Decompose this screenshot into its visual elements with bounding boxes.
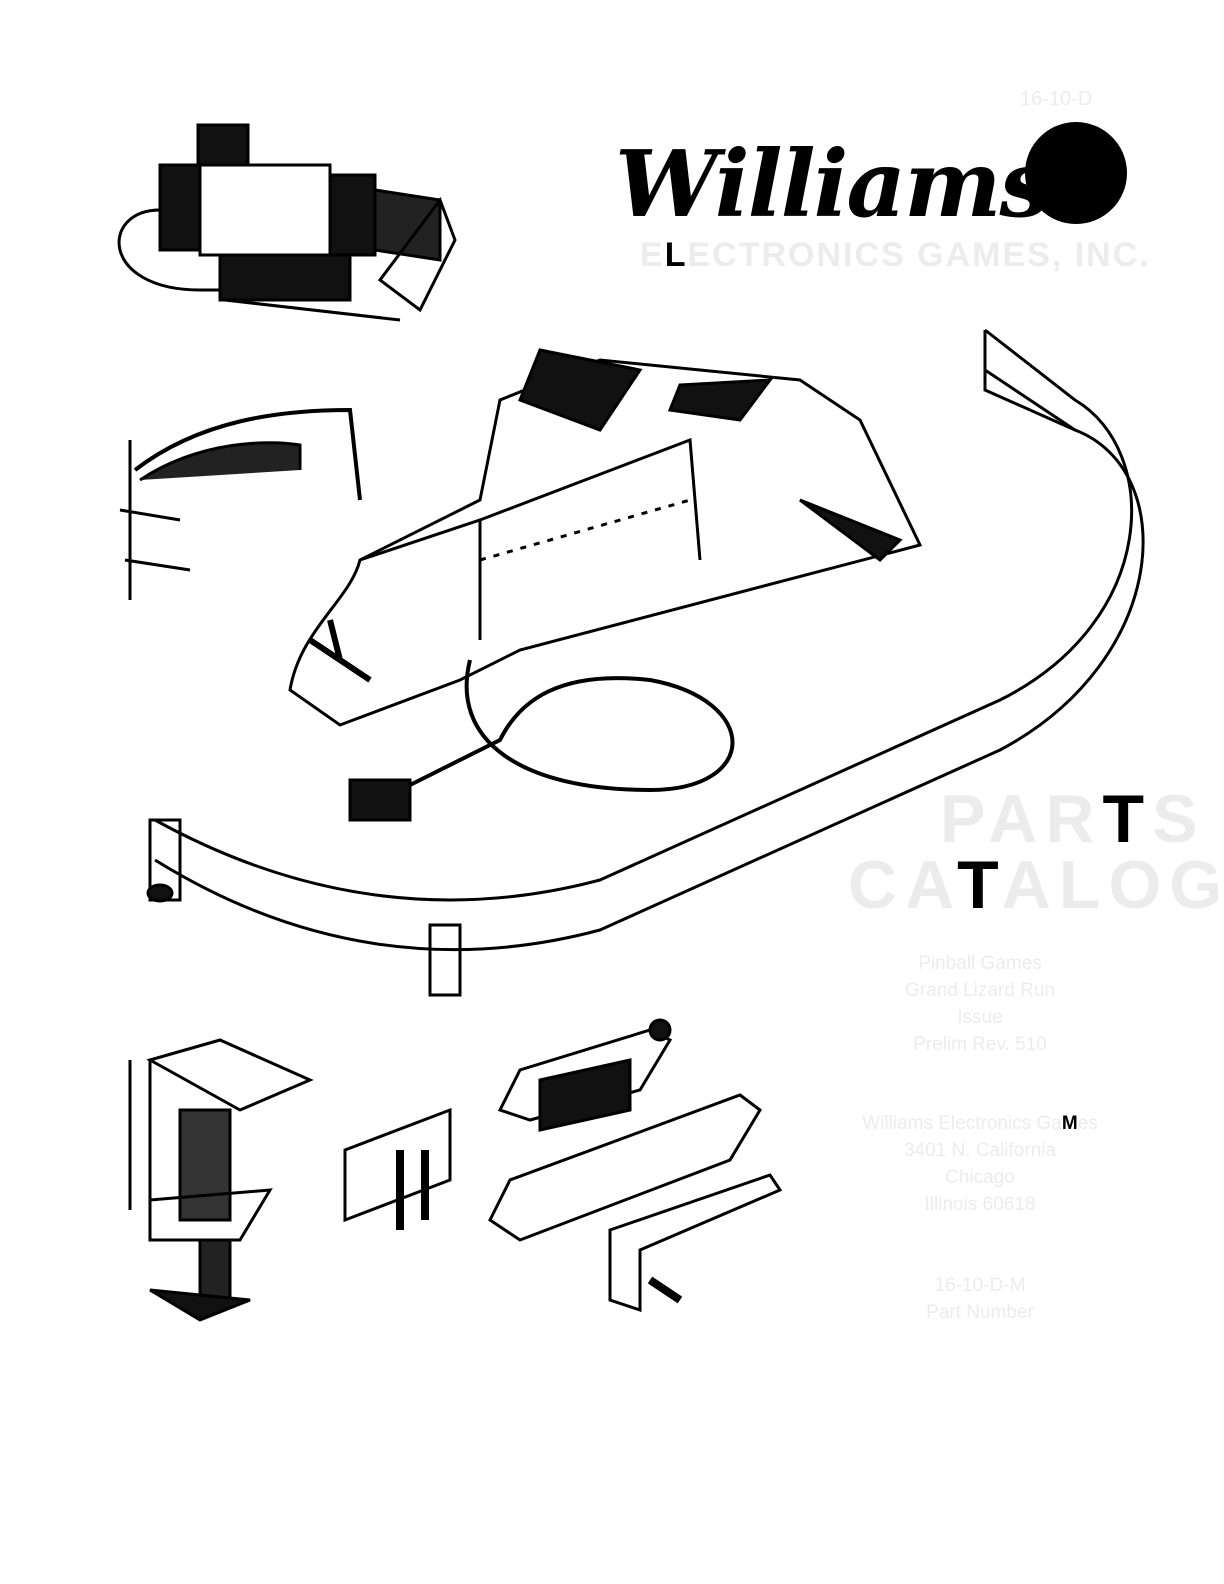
info-line: 3401 N. California [903,1140,1057,1161]
spaceship-toy-illustration [288,348,923,822]
title-parts: PARTS [940,780,1205,858]
switch-mechanism-illustration [128,1038,314,1322]
title-catalog: CATALOG [848,846,1224,924]
williams-logo: Williams [615,130,1051,238]
logo-dot [1025,122,1127,224]
coil-assembly-illustration [117,123,457,322]
info-line: Prelim Rev. 510 [913,1034,1047,1055]
info-line: Issue [957,1007,1003,1028]
info-line: Williams Electronics GaMes [830,1110,1130,1137]
info-line: Chicago [945,1167,1015,1188]
title-text: T [957,847,1002,923]
info-line: Illinois 60618 [924,1194,1036,1215]
title-text: PAR [940,781,1103,857]
title-text: T [1102,781,1153,857]
info-line: Grand Lizard Run [905,980,1055,1001]
document-number: 16-10-D [1020,88,1093,110]
metal-brackets-illustration [488,1018,783,1313]
info-text: M [1061,1113,1078,1134]
info-line: Pinball Games [918,953,1042,974]
info-text: Williams Electronics Ga [862,1113,1062,1134]
plate-bracket-illustration [343,1107,452,1230]
company-subtitle: ELECTRONICS GAMES, INC. [640,236,1151,275]
subtitle-first-letter: E [640,236,665,274]
info-line: 16-10-D-M [934,1275,1026,1296]
subtitle-dark-letter: L [664,236,688,274]
info-line: Part Number [926,1302,1034,1323]
info-text: es [1077,1113,1098,1134]
title-text: S [1152,781,1206,857]
part-number-info: 16-10-D-M Part Number [830,1272,1130,1326]
title-text: CA [848,847,958,923]
manufacturer-info: Williams Electronics GaMes 3401 N. Calif… [830,1110,1130,1218]
title-text: ALOG [1001,847,1224,923]
bracket-illustration [119,407,362,600]
game-info: Pinball Games Grand Lizard Run Issue Pre… [830,950,1130,1058]
subtitle-rest: ECTRONICS GAMES, INC. [687,236,1151,274]
wire-rail-illustration [146,328,1145,997]
